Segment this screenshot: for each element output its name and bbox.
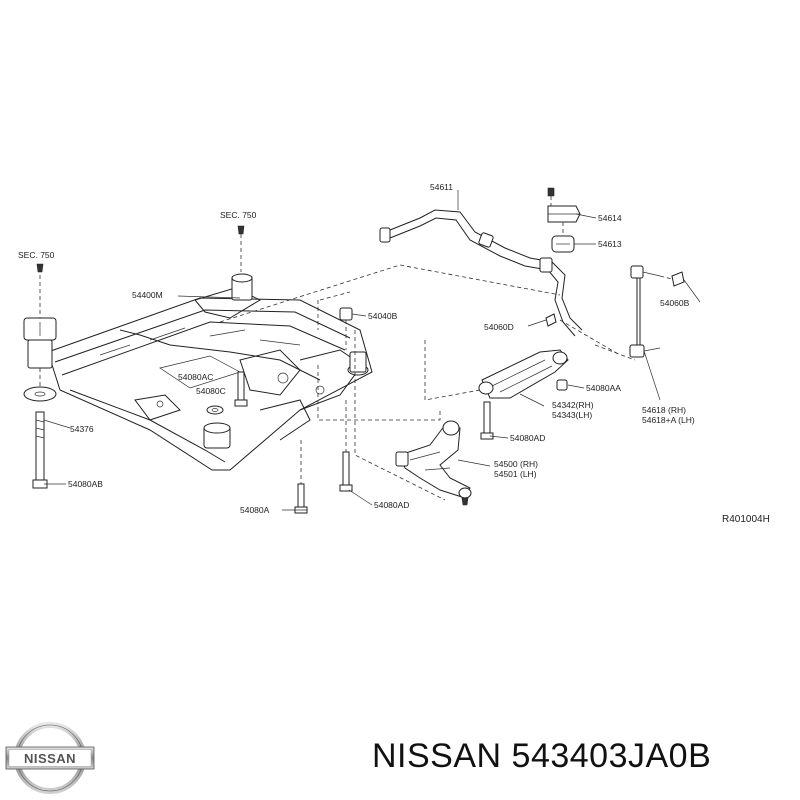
nut-54060D: [545, 313, 557, 327]
bolt-54080AB: [32, 411, 48, 489]
transverse-link: [395, 420, 472, 506]
part-labels: SEC. 750 SEC. 750 54400M 54080AC 54080C …: [18, 182, 770, 525]
front-mount-bushing: [203, 422, 231, 449]
bolt-54080AD-mid: [480, 401, 494, 440]
label-54618-rh: 54618 (RH): [642, 405, 686, 415]
reference-code: R401004H: [722, 514, 770, 525]
label-54060B: 54060B: [660, 298, 690, 308]
label-54614: 54614: [598, 213, 622, 223]
mid-rear-mount: [231, 225, 253, 301]
nissan-logo: NISSAN: [5, 722, 95, 794]
clamp-54614: [547, 187, 581, 223]
label-54376: 54376: [70, 424, 94, 434]
label-54080AB: 54080AB: [68, 479, 103, 489]
bolt-54080AD-bottom: [339, 400, 353, 492]
left-mount-bushing: [23, 263, 57, 369]
bolt-54080A: [294, 440, 308, 514]
label-54611: 54611: [430, 182, 453, 192]
label-54342: 54342(RH): [552, 400, 594, 410]
label-54400M: 54400M: [132, 290, 163, 300]
washer-54080C: [206, 405, 224, 415]
label-54080AD-mid: 54080AD: [510, 433, 545, 443]
label-sec750-left: SEC. 750: [18, 250, 55, 260]
label-54618A-lh: 54618+A (LH): [642, 415, 695, 425]
label-54500: 54500 (RH): [494, 459, 538, 469]
stabilizer-bar: [379, 209, 583, 337]
dashed-guides: [219, 264, 636, 501]
label-54060D: 54060D: [484, 322, 514, 332]
label-54080A: 54080A: [240, 505, 270, 515]
logo-wordmark: NISSAN: [24, 751, 76, 766]
leader-lines: [43, 190, 701, 511]
stabilizer-link: [629, 265, 685, 358]
label-54080AA: 54080AA: [586, 383, 621, 393]
bushing-54613: [551, 222, 575, 253]
part-number-caption: NISSAN 543403JA0B: [372, 737, 712, 775]
link-54342: [478, 349, 569, 399]
bolt-54080AC: [234, 371, 248, 407]
label-54080AC: 54080AC: [178, 372, 213, 382]
label-54501: 54501 (LH): [494, 469, 537, 479]
label-sec750-mid: SEC. 750: [220, 210, 257, 220]
subframe: [47, 287, 373, 471]
washer-54376: [23, 368, 57, 402]
label-54080C: 54080C: [196, 386, 226, 396]
label-54080AD-bottom: 54080AD: [374, 500, 409, 510]
label-54040B: 54040B: [368, 311, 398, 321]
label-54613: 54613: [598, 239, 622, 249]
label-54343: 54343(LH): [552, 410, 592, 420]
bushing-54040B: [339, 307, 369, 376]
